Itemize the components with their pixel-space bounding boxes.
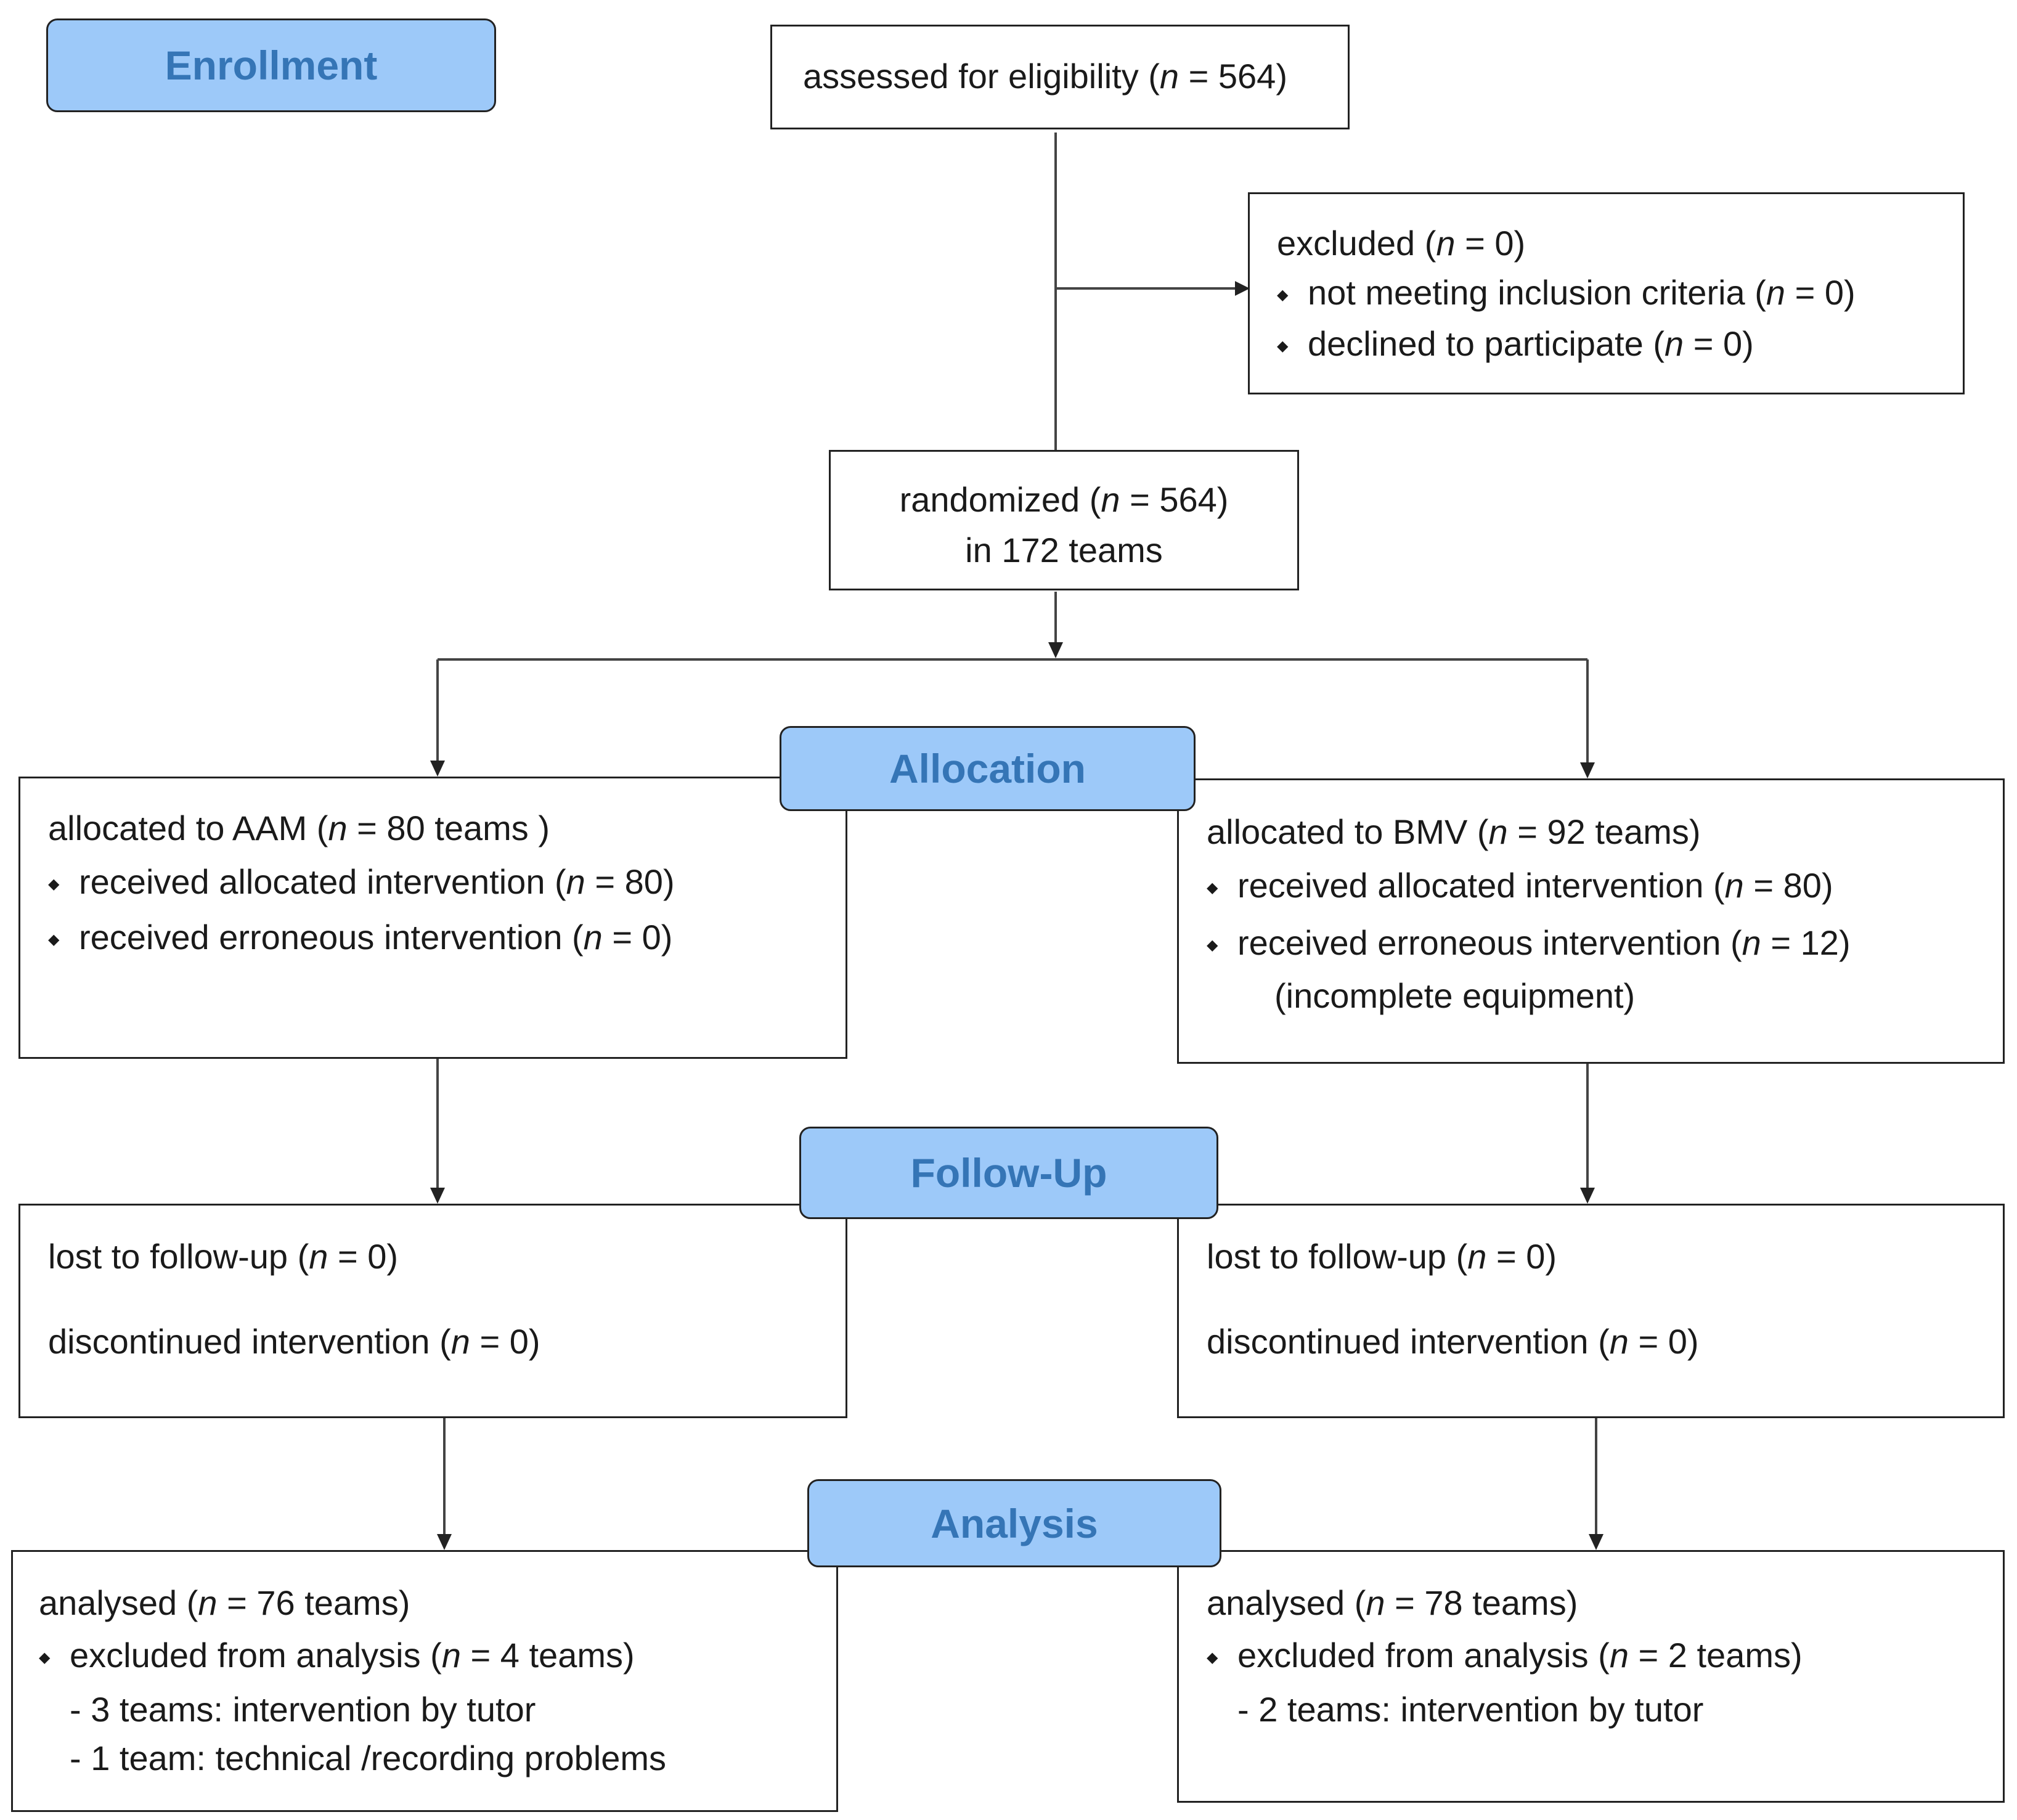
- stage-label-enrollment: Enrollment: [46, 18, 496, 112]
- stage-label-text: Follow-Up: [910, 1150, 1107, 1196]
- stage-label-allocation: Allocation: [780, 726, 1196, 811]
- stage-label-text: Allocation: [889, 746, 1086, 791]
- excluded-title: excluded (n = 0): [1277, 224, 1526, 263]
- excluded-box: excluded (n = 0) not meeting inclusion c…: [1248, 192, 1965, 394]
- aam-exclusion-reason: - 3 teams: intervention by tutor: [70, 1690, 536, 1729]
- aam-analysis-box: analysed (n = 76 teams) excluded from an…: [11, 1550, 838, 1812]
- randomized-box: randomized (n = 564) in 172 teams: [829, 450, 1299, 590]
- aam-analysed: analysed (n = 76 teams): [39, 1583, 410, 1622]
- stage-label-text: Analysis: [931, 1500, 1098, 1546]
- aam-allocation-title: allocated to AAM (n = 80 teams ): [48, 809, 550, 847]
- excluded-item-criteria: not meeting inclusion criteria (n = 0): [1277, 275, 1856, 310]
- arrowhead-aam-allocation: [430, 761, 445, 777]
- arrowhead-randomized: [1048, 642, 1063, 658]
- arrowhead-bmv-allocation: [1580, 762, 1595, 778]
- stage-label-follow-up: Follow-Up: [799, 1127, 1218, 1219]
- bmv-received-erroneous: received erroneous intervention (n = 12): [1207, 926, 1851, 960]
- stage-label-text: Enrollment: [165, 43, 378, 88]
- aam-lost-to-followup: lost to follow-up (n = 0): [48, 1237, 399, 1276]
- bmv-exclusion-reason: - 2 teams: intervention by tutor: [1237, 1690, 1704, 1729]
- bmv-lost-to-followup: lost to follow-up (n = 0): [1207, 1237, 1557, 1276]
- assessed-line: assessed for eligibility (n = 564): [803, 57, 1287, 96]
- aam-received-allocated: received allocated intervention (n = 80): [48, 865, 675, 899]
- aam-received-erroneous: received erroneous intervention (n = 0): [48, 920, 672, 955]
- bmv-analysis-box: analysed (n = 78 teams) excluded from an…: [1177, 1550, 2005, 1803]
- assessed-box: assessed for eligibility (n = 564): [770, 25, 1350, 129]
- aam-excluded-from-analysis: excluded from analysis (n = 4 teams): [39, 1638, 635, 1673]
- bmv-discontinued: discontinued intervention (n = 0): [1207, 1322, 1699, 1361]
- bmv-allocation-title: allocated to BMV (n = 92 teams): [1207, 812, 1701, 851]
- arrowhead-excluded: [1235, 281, 1250, 296]
- aam-followup-box: lost to follow-up (n = 0) discontinued i…: [18, 1204, 847, 1418]
- bmv-received-allocated: received allocated intervention (n = 80): [1207, 868, 1833, 903]
- aam-exclusion-reason: - 1 team: technical /recording problems: [70, 1739, 666, 1777]
- arrowhead-bmv-followup: [1580, 1188, 1595, 1204]
- aam-discontinued: discontinued intervention (n = 0): [48, 1322, 540, 1361]
- bmv-erroneous-note: (incomplete equipment): [1274, 976, 1636, 1015]
- randomized-line-1: randomized (n = 564): [899, 480, 1229, 519]
- bmv-analysed: analysed (n = 78 teams): [1207, 1583, 1578, 1622]
- arrowhead-aam-analysis: [437, 1534, 452, 1550]
- stage-label-analysis: Analysis: [807, 1479, 1221, 1567]
- bmv-allocation-box: allocated to BMV (n = 92 teams) received…: [1177, 778, 2005, 1064]
- arrowhead-bmv-analysis: [1589, 1534, 1603, 1550]
- arrowhead-aam-followup: [430, 1188, 445, 1204]
- bmv-followup-box: lost to follow-up (n = 0) discontinued i…: [1177, 1204, 2005, 1418]
- aam-allocation-box: allocated to AAM (n = 80 teams ) receive…: [18, 777, 847, 1059]
- randomized-line-2: in 172 teams: [965, 531, 1163, 569]
- excluded-item-declined: declined to participate (n = 0): [1277, 327, 1754, 361]
- bmv-excluded-from-analysis: excluded from analysis (n = 2 teams): [1207, 1638, 1803, 1673]
